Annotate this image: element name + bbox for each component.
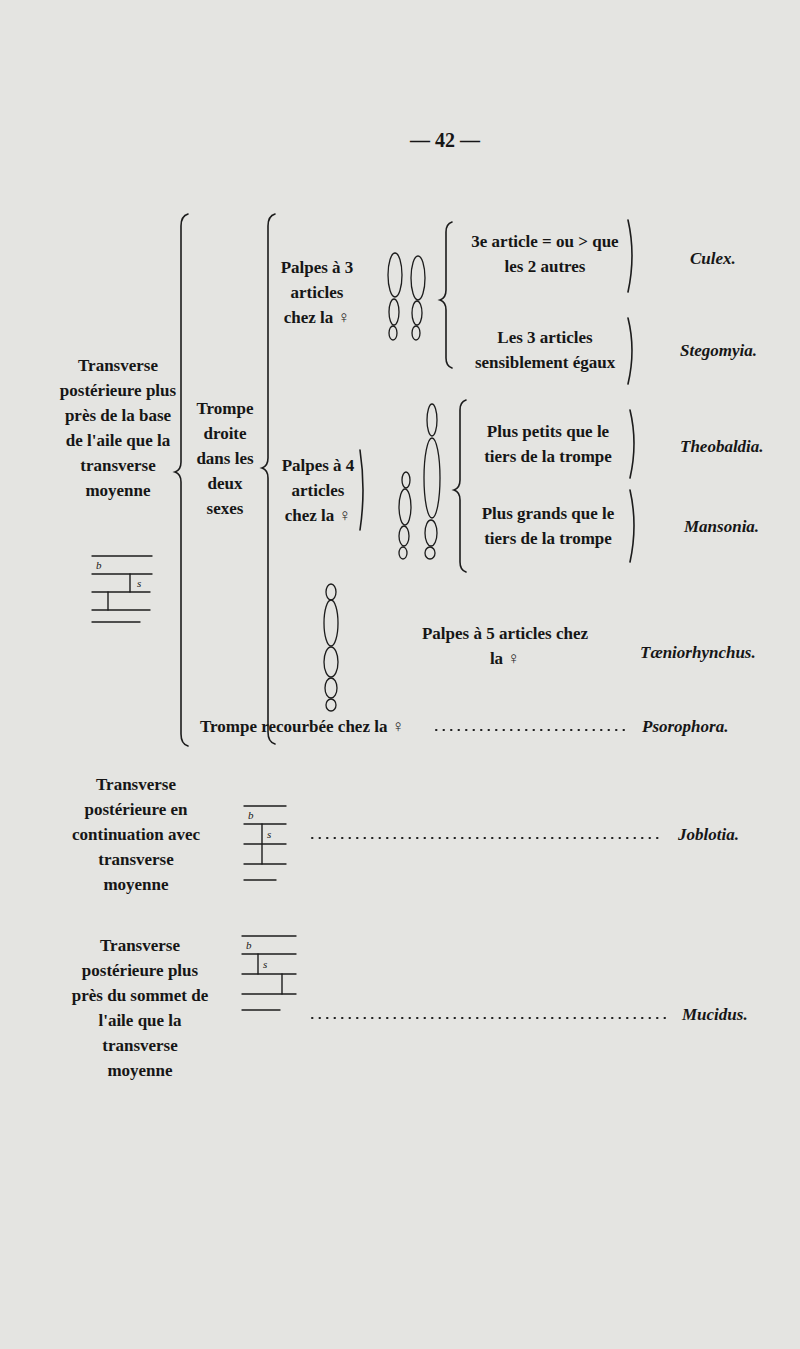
vein-letter: s [266,828,272,840]
genus-name: Psorophora. [642,714,728,739]
key-couplet-text: Transverse postérieure plus près de la b… [59,353,177,503]
vein-letter: s [262,958,268,970]
genus-name: Stegomyia. [680,338,757,363]
key-couplet-text: Trompe droite dans les deux sexes [187,396,263,521]
genus-name: Tæniorhynchus. [640,640,756,665]
bracket [628,220,632,292]
bracket [630,410,634,478]
key-couplet-text: Transverse postérieure en continuation a… [70,772,202,897]
palp-figure [399,404,440,559]
dotted-leader [312,730,666,1018]
key-couplet-text: Transverse postérieure plus près du somm… [70,933,210,1083]
key-couplet-text: Plus grands que le tiers de la trompe [473,501,623,551]
brace [175,214,188,746]
palp-figure [388,253,425,340]
genus-name: Joblotia. [678,822,739,847]
vein-letter: s [136,577,142,589]
key-couplet-text: Plus petits que le tiers de la trompe [473,419,623,469]
brace [454,400,466,572]
bracket [630,490,634,562]
brace [440,222,452,368]
key-couplet-text: Trompe recourbée chez la ♀ [200,714,404,739]
brace [262,214,275,744]
vein-letter: b [95,559,103,571]
genus-name: Culex. [690,246,736,271]
genus-name: Theobaldia. [680,434,764,459]
vein-letter: b [245,939,253,951]
genus-name: Mucidus. [682,1002,748,1027]
wing-vein-figure [244,806,286,880]
key-couplet-text: Palpes à 5 articles chez la ♀ [419,621,591,671]
vein-letter: b [247,809,255,821]
wing-vein-figure [242,936,296,1010]
key-couplet-text: Les 3 articles sensiblement égaux [467,325,623,375]
bracket [628,318,632,384]
key-couplet-text: Palpes à 3 articles chez la ♀ [274,255,360,330]
key-couplet-text: 3e article = ou > que les 2 autres [467,229,623,279]
genus-name: Mansonia. [684,514,759,539]
key-couplet-text: Palpes à 4 articles chez la ♀ [278,453,358,528]
bracket [360,450,363,530]
palp-figure [324,584,338,711]
page-number: — 42 — [375,128,515,153]
wing-vein-figure [92,556,152,622]
